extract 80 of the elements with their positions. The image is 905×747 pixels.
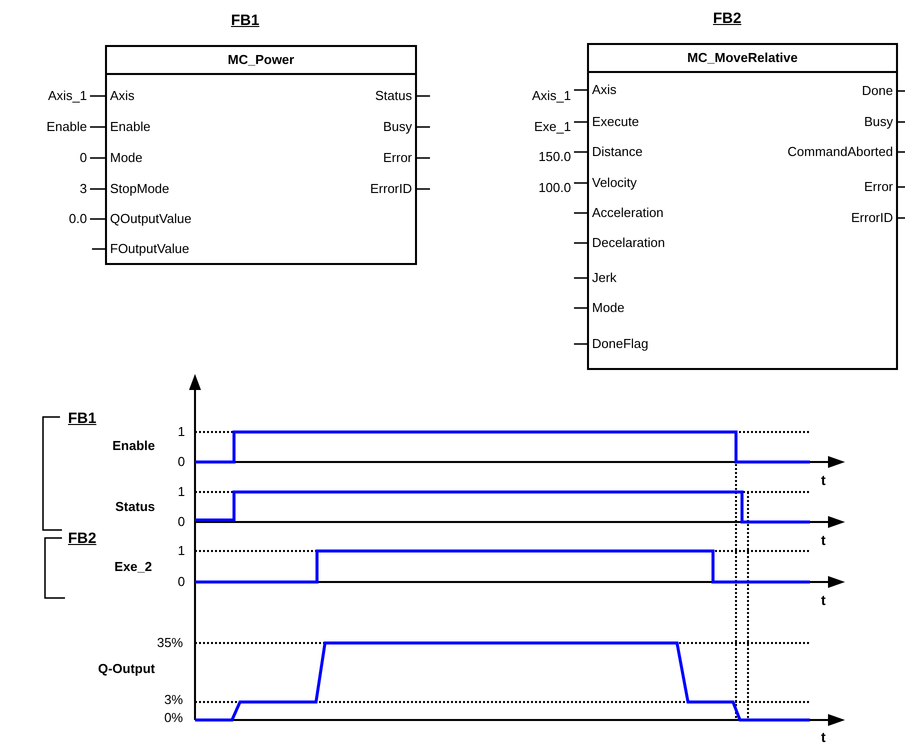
pin-connection-line: [574, 242, 589, 244]
pin-connection-line: [896, 186, 905, 188]
pin-connection-line: [574, 151, 589, 153]
output-pin-name: ErrorID: [370, 181, 415, 197]
input-pin-name: Distance: [589, 144, 643, 160]
input-value: 150.0: [538, 149, 574, 165]
input-pin-name: Axis: [589, 82, 617, 98]
pin-connection-line: [415, 95, 430, 97]
block-instance-title: FB1: [231, 12, 260, 30]
level-value: 3%: [164, 692, 183, 708]
block-type-name: MC_MoveRelative: [589, 45, 896, 73]
level-value: 1: [178, 543, 185, 559]
output-pin-name: Status: [375, 88, 415, 104]
block-type-name: MC_Power: [107, 47, 415, 75]
pin-connection-line: [90, 95, 107, 97]
pin-connection-line: [574, 277, 589, 279]
input-value: 0: [80, 150, 90, 166]
input-value: Exe_1: [534, 119, 574, 135]
level-value: 1: [178, 484, 185, 500]
signal-name: Q-Output: [98, 661, 155, 677]
output-pin-name: Error: [383, 150, 415, 166]
level-value: 0: [178, 514, 185, 530]
time-axis-label: t: [821, 532, 826, 548]
output-pin-name: Busy: [383, 119, 415, 135]
input-pin-name: Decelaration: [589, 235, 665, 251]
input-value: Axis_1: [48, 88, 90, 104]
pin-connection-line: [415, 126, 430, 128]
input-pin-name: DoneFlag: [589, 336, 648, 352]
output-pin-name: CommandAborted: [788, 144, 896, 160]
input-value: Axis_1: [532, 88, 574, 104]
pin-connection-line: [574, 182, 589, 184]
signal-group-title: FB1: [68, 411, 96, 427]
input-value: 0.0: [68, 211, 90, 227]
input-value: 100.0: [538, 180, 574, 196]
input-pin-name: Jerk: [589, 270, 617, 286]
time-axis-label: t: [821, 729, 826, 745]
input-pin-name: Velocity: [589, 175, 637, 191]
signal-name: Status: [115, 499, 155, 515]
signal-name: Enable: [112, 438, 155, 454]
time-axis-label: t: [821, 592, 826, 608]
input-pin-name: Acceleration: [589, 205, 664, 221]
block-instance-title: FB2: [713, 10, 742, 28]
input-value: Enable: [46, 119, 90, 135]
pin-connection-line: [574, 121, 589, 123]
pin-connection-line: [896, 90, 905, 92]
pin-connection-line: [896, 217, 905, 219]
pin-connection-line: [415, 188, 430, 190]
input-pin-name: Axis: [107, 88, 135, 104]
level-value: 1: [178, 424, 185, 440]
input-pin-name: Mode: [107, 150, 143, 166]
pin-connection-line: [90, 126, 107, 128]
level-value: 0%: [164, 710, 183, 726]
output-pin-name: Error: [864, 179, 896, 195]
input-pin-name: StopMode: [107, 181, 170, 197]
input-pin-name: Enable: [107, 119, 150, 135]
pin-connection-line: [415, 157, 430, 159]
level-value: 0: [178, 574, 185, 590]
output-pin-name: ErrorID: [851, 210, 896, 226]
pin-connection-line: [574, 343, 589, 345]
input-pin-name: QOutputValue: [107, 211, 192, 227]
input-pin-name: Execute: [589, 114, 639, 130]
output-pin-name: Busy: [864, 114, 896, 130]
pin-connection-line: [90, 218, 107, 220]
signal-name: Exe_2: [114, 559, 152, 575]
output-pin-name: Done: [862, 83, 896, 99]
time-axis-label: t: [821, 472, 826, 488]
input-pin-name: Mode: [589, 300, 625, 316]
pin-connection-line: [574, 212, 589, 214]
pin-connection-line: [90, 188, 107, 190]
level-value: 0: [178, 454, 185, 470]
signal-group-title: FB2: [68, 531, 96, 547]
pin-connection-line: [90, 157, 107, 159]
input-value: 3: [80, 181, 90, 197]
level-value: 35%: [156, 635, 183, 651]
pin-connection-line: [896, 121, 905, 123]
input-pin-name: FOutputValue: [107, 241, 190, 257]
pin-connection-line: [574, 89, 589, 91]
pin-connection-line: [896, 151, 905, 153]
pin-connection-line: [92, 248, 107, 250]
pin-connection-line: [574, 307, 589, 309]
